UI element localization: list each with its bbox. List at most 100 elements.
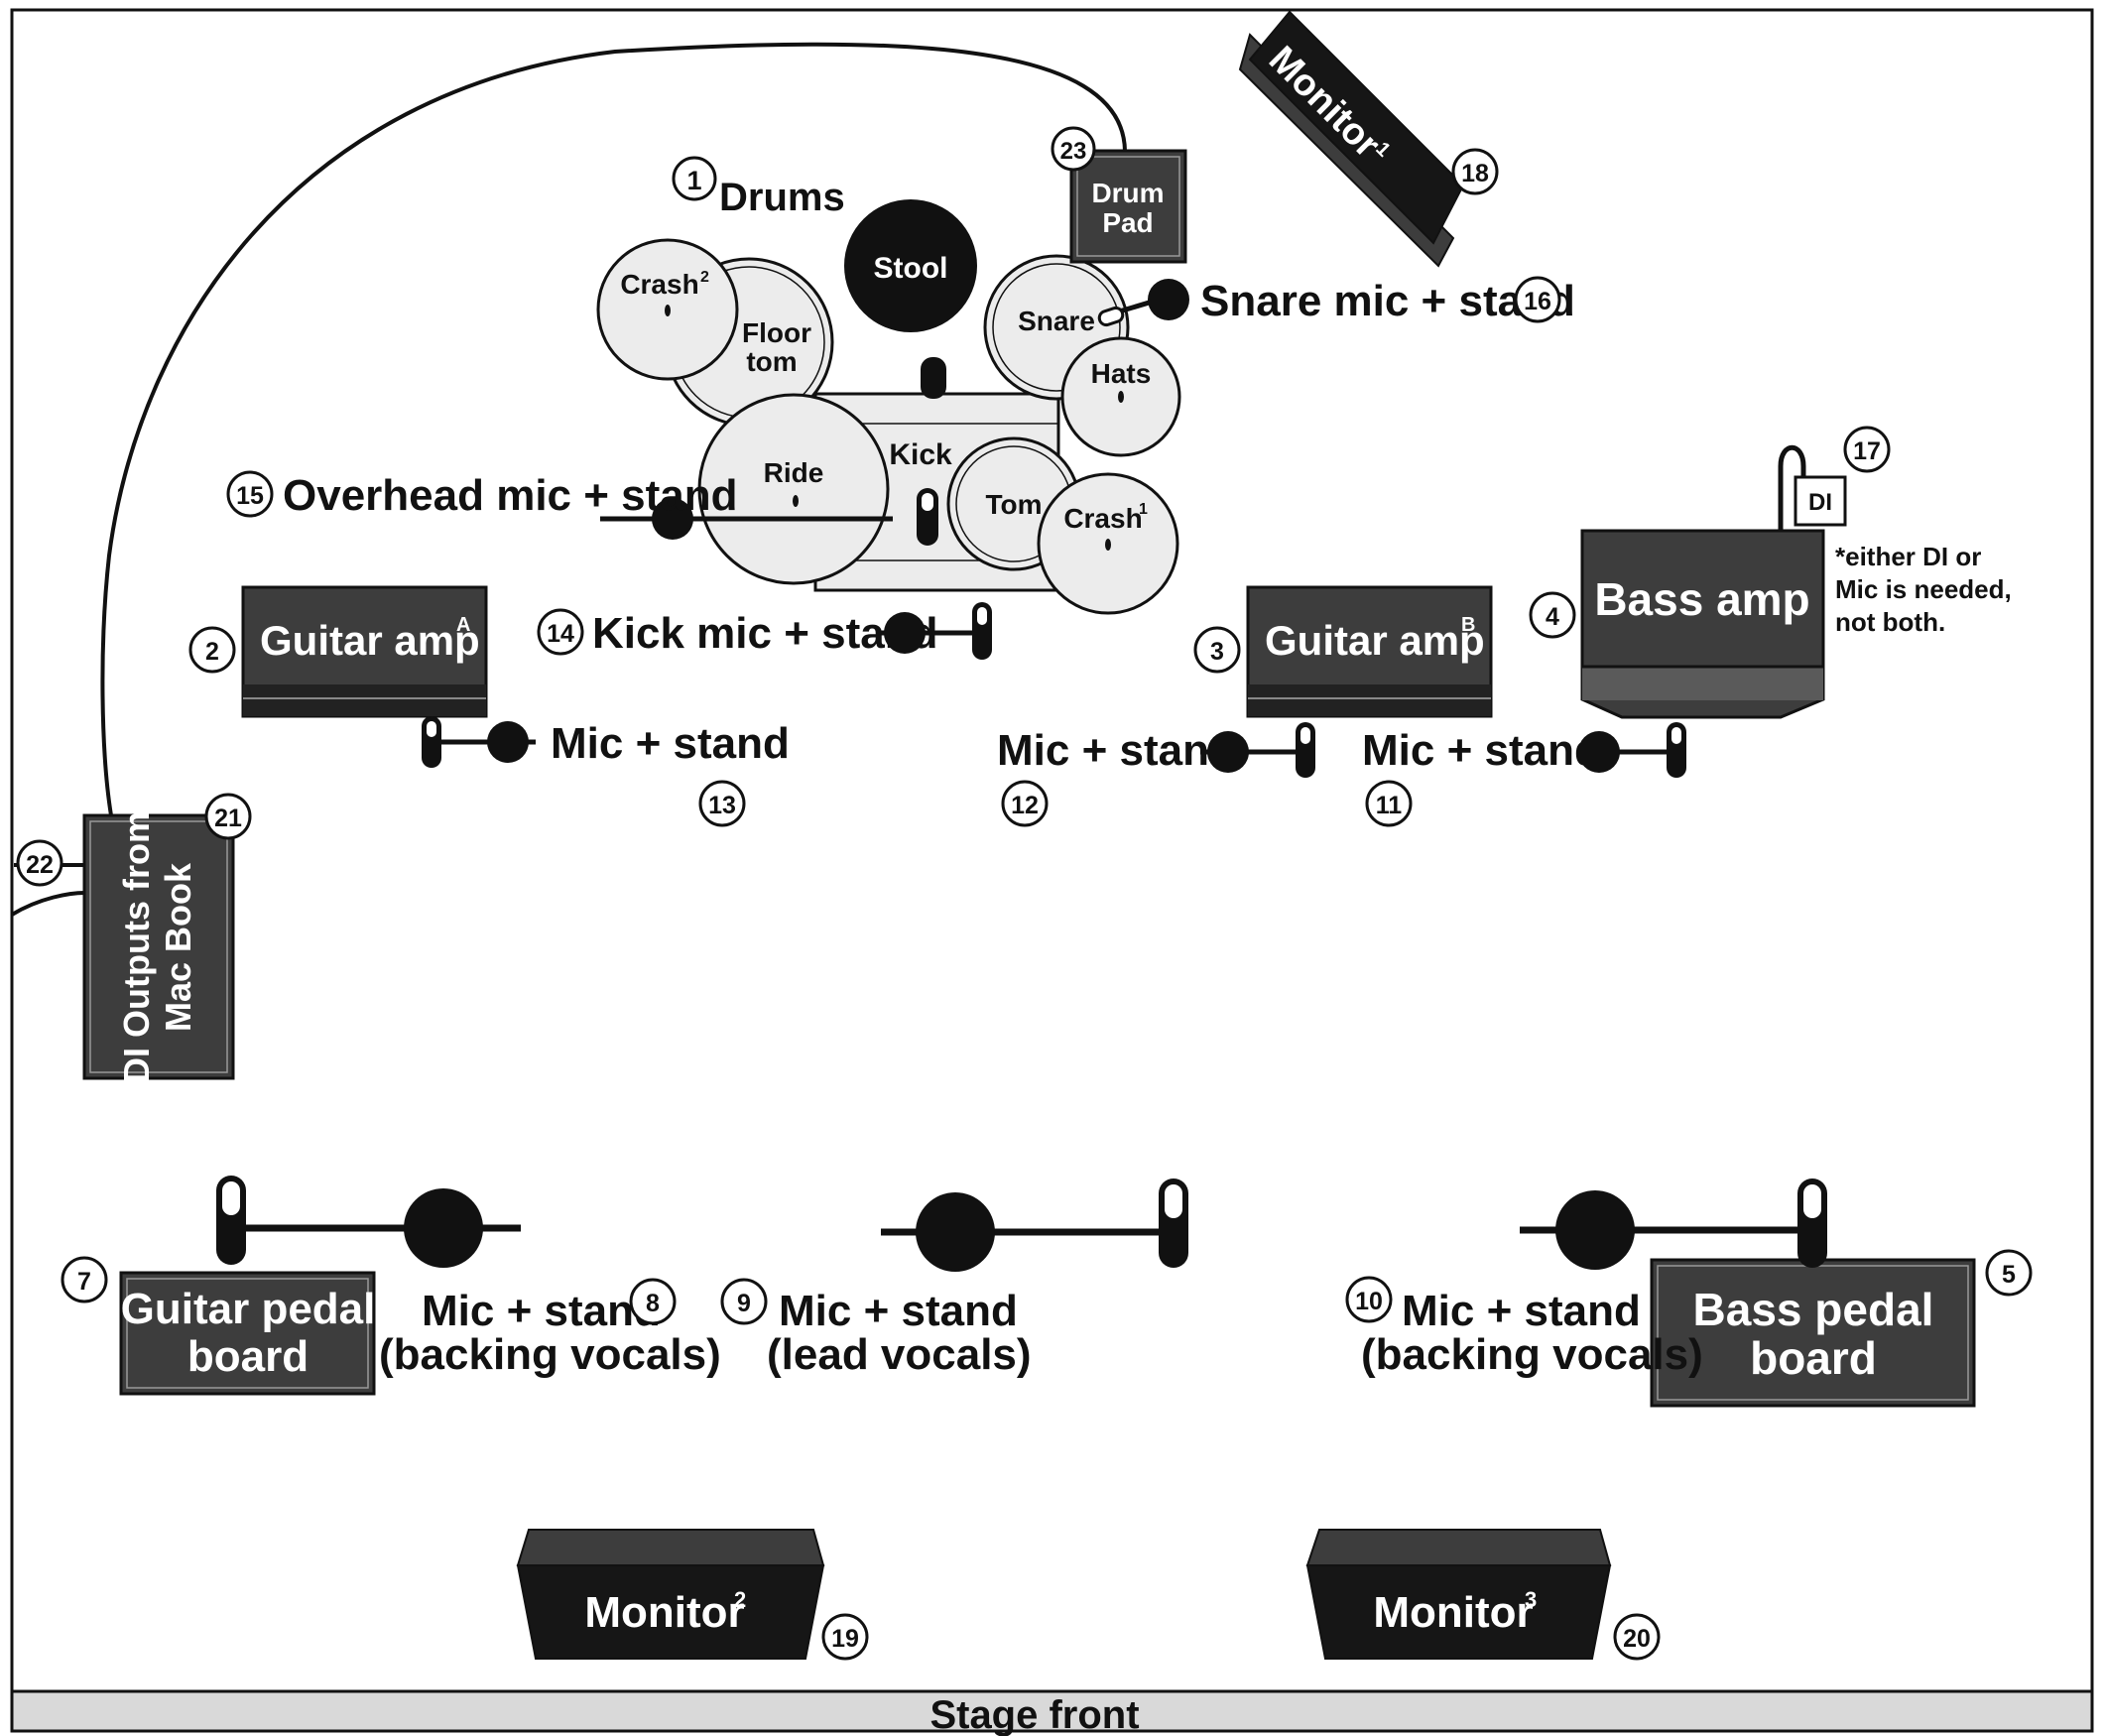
di-box [1794,475,1847,527]
mic-9: 9 Mic + stand (lead vocals) [720,1178,1188,1379]
di-outputs-body [82,813,235,1080]
cable-22-line-2 [10,891,86,917]
mic-11-number-badge [1365,780,1413,827]
drum-pad-number-badge [1051,126,1096,172]
mic-9-label-2: (lead vocals) [767,1330,1032,1379]
overhead-mic-stand-base [652,498,693,540]
mic-12-label: Mic + stand [997,726,1236,775]
guitar-amp-a-superscript: A [456,614,470,636]
monitor-3-number: 20 [1623,1625,1651,1653]
guitar-amp-a-base [243,684,486,716]
mic-12-stand-base [1207,731,1249,773]
di-number: 17 [1853,437,1881,465]
overhead-mic: 15 Overhead mic + stand [226,470,938,546]
guitar-amp-a-number-badge [188,626,236,674]
guitar-amp-a: Guitar amp A 2 [188,585,488,718]
snare-mic-number-badge [1514,276,1561,323]
monitor-3-body [1305,1564,1612,1660]
mic-13-label: Mic + stand [551,719,790,768]
ride-label: Ride [764,457,824,488]
monitor-1-number-badge [1451,148,1499,195]
bass-amp-label: Bass amp [1594,573,1809,625]
snare-label: Snare [1018,306,1095,336]
monitor-1-body [1248,10,1465,245]
overhead-mic-grille [922,493,933,511]
mic-9-stand-base [916,1192,995,1272]
tom-label: Tom [985,489,1042,520]
mic-13: Mic + stand 13 [422,716,790,827]
stool-label: Stool [874,252,948,285]
bass-pedal-number-badge [1985,1249,2033,1297]
guitar-amp-b-label: Guitar amp [1265,617,1485,664]
monitor-3-label: Monitor [1373,1588,1533,1637]
monitor-3-top [1305,1529,1612,1566]
mic-11-stand-base [1578,731,1620,773]
mic-10-label-1: Mic + stand [1402,1287,1641,1335]
bass-pedal-board: Bass pedal board 5 10 Mic + stand (backi… [1345,1178,2033,1408]
guitar-amp-b-number-badge [1193,626,1241,674]
crash-1-bell [1105,539,1111,551]
ride-cymbal [697,393,890,585]
mic-10-label-2: (backing vocals) [1361,1330,1703,1379]
monitor-3-superscript: 3 [1525,1587,1537,1612]
di-outputs-inner [89,820,228,1073]
snare-mic: Snare mic + stand 16 [1097,276,1575,327]
ride-bell [793,495,799,507]
guitar-amp-a-number: 2 [205,638,219,666]
snare-mic-head [1097,306,1125,327]
di-outputs-number-badge [204,793,252,840]
overhead-mic-number-badge [226,470,274,518]
snare-rim [992,263,1121,392]
stool [844,199,977,332]
mic-13-stand-base [487,721,529,763]
di-number-badge [1843,426,1891,473]
drums-number-badge [672,156,717,201]
mic-13-grille [427,721,436,737]
monitor-1-number: 18 [1461,160,1489,187]
mic-8-grille [222,1181,240,1215]
cable-22-number: 22 [26,851,54,879]
monitor-3: Monitor 3 20 [1305,1529,1661,1661]
floor-tom-label-1: Floor [742,317,811,348]
kick-mic-number: 14 [547,620,574,648]
bass-pedal-label-2: board [1750,1332,1877,1384]
mic-12-grille [1300,727,1310,744]
drums-number: 1 [686,166,701,195]
monitor-2-superscript: 2 [734,1587,746,1612]
guitar-amp-b: Guitar amp B 3 [1193,585,1493,718]
mic-12-number: 12 [1011,792,1039,819]
di-cable [1778,444,1806,539]
stage-front-band [10,1689,2094,1733]
di-outputs-number: 21 [214,805,242,832]
overhead-mic-label: Overhead mic + stand [283,471,738,520]
mic-12-number-badge [1001,780,1049,827]
drum-pad-label-2: Pad [1102,207,1153,238]
guitar-pedal-label-1: Guitar pedal [121,1285,376,1333]
overhead-mic-number: 15 [236,482,264,510]
drums-title: Drums [719,176,845,219]
mic-8-label-2: (backing vocals) [379,1330,721,1379]
crash-1-label: Crash [1063,503,1142,534]
di-note-line-3: not both. [1835,607,1945,637]
mic-9-label-1: Mic + stand [779,1287,1018,1335]
mic-10-stand-base [1555,1190,1635,1270]
di-outputs-label-1: DI Outputs from [116,811,157,1083]
kick-mic-stand-base [884,612,926,654]
crash-1-superscript: 1 [1139,501,1148,518]
hats-label: Hats [1091,358,1152,389]
di-note-line-2: Mic is needed, [1835,574,2012,604]
mic-11-number: 11 [1376,792,1403,819]
crash-2-superscript: 2 [700,269,709,286]
bass-pedal-number: 5 [2002,1261,2016,1289]
monitor-2-number-badge [821,1613,869,1661]
stage-front-label: Stage front [929,1693,1139,1736]
drum-kit: 1 Drums Stool Kick Floor tom Crash 2 Sna… [596,156,1181,615]
guitar-pedal-number-badge [61,1256,108,1303]
drum-pad: Drum Pad 23 [1051,126,1187,264]
bass-amp-base [1582,667,1823,700]
drum-pad-box [1069,149,1187,264]
floor-tom-label-2: tom [746,346,797,377]
cable-22-number-badge [16,839,63,887]
guitar-pedal-number: 7 [77,1268,91,1296]
kick-mic-grille [977,607,987,625]
